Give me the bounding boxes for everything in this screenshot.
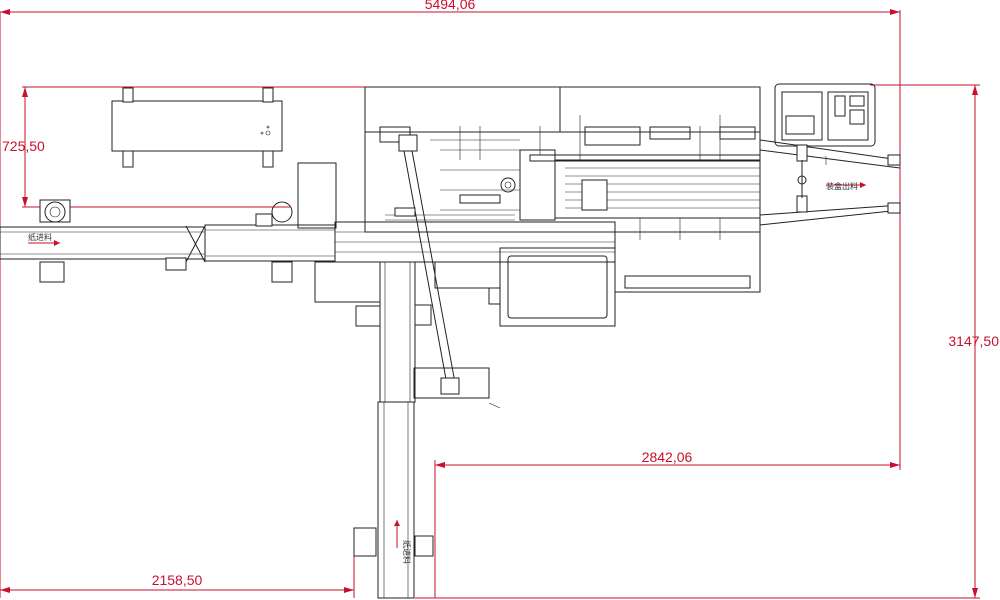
- diagonal-arm: [398, 134, 460, 395]
- machine-linework: 纸进料: [0, 83, 901, 599]
- control-window: [488, 247, 616, 327]
- right-height-label: 3147,50: [948, 333, 999, 349]
- left-infeed-conveyor: [0, 199, 336, 283]
- left-feed-label: 纸进料: [28, 232, 52, 242]
- left-cabinet: [297, 162, 337, 229]
- bottom-feed-label: 纸进料: [402, 540, 412, 564]
- overall-width-label: 5494,06: [425, 0, 476, 12]
- bottom-infeed-conveyor: [353, 261, 501, 599]
- right-outfeed-conveyor: [759, 139, 901, 226]
- left-height-label: 725,50: [2, 138, 45, 154]
- middle-width-label: 2842,06: [642, 449, 693, 465]
- main-frame: [314, 86, 761, 303]
- center-details: [394, 115, 721, 240]
- stack-magazine: [529, 154, 761, 219]
- bottom-width-label: 2158,50: [152, 572, 203, 588]
- box-out-label: 装盒出料: [826, 181, 858, 191]
- top-right-unit: [774, 83, 876, 147]
- top-left-table: [111, 87, 283, 168]
